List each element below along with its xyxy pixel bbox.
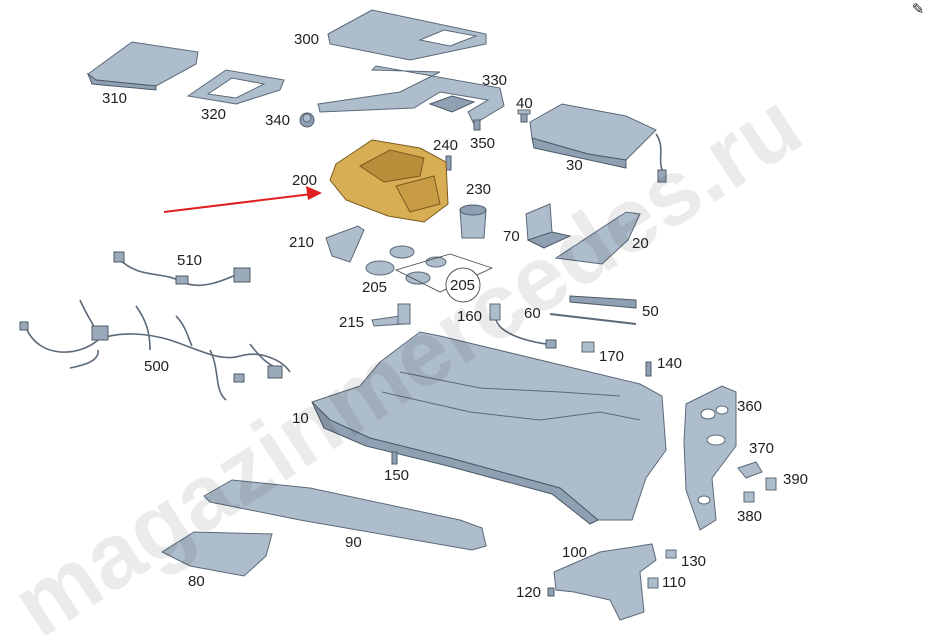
callout-90[interactable]: 90: [345, 534, 362, 551]
callout-110[interactable]: 110: [662, 574, 686, 591]
callout-160[interactable]: 160: [457, 308, 482, 325]
part-330[interactable]: [317, 65, 505, 125]
part-110[interactable]: [647, 577, 659, 589]
callout-240[interactable]: 240: [433, 137, 458, 154]
callout-320[interactable]: 320: [201, 106, 226, 123]
part-40[interactable]: [517, 109, 531, 123]
part-390[interactable]: [765, 477, 777, 491]
part-210[interactable]: [325, 225, 365, 263]
part-230[interactable]: [459, 204, 487, 239]
callout-360[interactable]: 360: [737, 398, 762, 415]
part-340[interactable]: [299, 112, 315, 128]
part-130[interactable]: [665, 549, 677, 559]
part-10[interactable]: [311, 331, 667, 525]
part-350[interactable]: [473, 119, 481, 131]
callout-205-a[interactable]: 205: [362, 279, 387, 296]
part-30[interactable]: [529, 103, 667, 183]
callout-130[interactable]: 130: [681, 553, 706, 570]
callout-170[interactable]: 170: [599, 348, 624, 365]
callout-510[interactable]: 510: [177, 252, 202, 269]
callout-60[interactable]: 60: [524, 305, 541, 322]
part-205-mats[interactable]: [365, 245, 494, 303]
callout-80[interactable]: 80: [188, 573, 205, 590]
callout-350[interactable]: 350: [470, 135, 495, 152]
callout-40[interactable]: 40: [516, 95, 533, 112]
callout-230[interactable]: 230: [466, 181, 491, 198]
part-100[interactable]: [553, 543, 657, 621]
part-380[interactable]: [743, 491, 755, 503]
part-310[interactable]: [86, 41, 199, 91]
callout-390[interactable]: 390: [783, 471, 808, 488]
part-50[interactable]: [569, 295, 637, 309]
callout-330[interactable]: 330: [482, 72, 507, 89]
callout-380[interactable]: 380: [737, 508, 762, 525]
part-140[interactable]: [645, 361, 652, 377]
callout-50[interactable]: 50: [642, 303, 659, 320]
callout-150[interactable]: 150: [384, 467, 409, 484]
part-80[interactable]: [160, 531, 273, 577]
callout-500[interactable]: 500: [144, 358, 169, 375]
callout-20[interactable]: 20: [632, 235, 649, 252]
callout-300[interactable]: 300: [294, 31, 319, 48]
part-320[interactable]: [186, 69, 285, 105]
callout-120[interactable]: 120: [516, 584, 541, 601]
callout-370[interactable]: 370: [749, 440, 774, 457]
part-160[interactable]: [489, 303, 557, 349]
callout-215[interactable]: 215: [339, 314, 364, 331]
callout-340[interactable]: 340: [265, 112, 290, 129]
part-300[interactable]: [327, 9, 487, 61]
callout-70[interactable]: 70: [503, 228, 520, 245]
callout-10[interactable]: 10: [292, 410, 309, 427]
part-200-highlighted[interactable]: [329, 139, 449, 223]
callout-210[interactable]: 210: [289, 234, 314, 251]
part-150[interactable]: [391, 451, 398, 465]
edit-icon[interactable]: ✎: [911, 0, 925, 18]
part-500[interactable]: [19, 299, 291, 401]
callout-310[interactable]: 310: [102, 90, 127, 107]
part-70[interactable]: [525, 203, 572, 249]
part-120[interactable]: [547, 587, 555, 597]
part-170[interactable]: [581, 341, 595, 353]
callout-205-b[interactable]: 205: [450, 277, 475, 294]
part-510[interactable]: [113, 251, 251, 287]
part-215[interactable]: [371, 303, 411, 327]
part-60[interactable]: [549, 313, 637, 325]
part-370[interactable]: [737, 461, 763, 479]
callout-30[interactable]: 30: [566, 157, 583, 174]
part-20[interactable]: [554, 211, 641, 265]
callout-200[interactable]: 200: [292, 172, 317, 189]
part-360[interactable]: [683, 385, 737, 531]
pointer-arrow: [163, 186, 322, 213]
callout-140[interactable]: 140: [657, 355, 682, 372]
part-90[interactable]: [203, 479, 487, 551]
callout-100[interactable]: 100: [562, 544, 587, 561]
